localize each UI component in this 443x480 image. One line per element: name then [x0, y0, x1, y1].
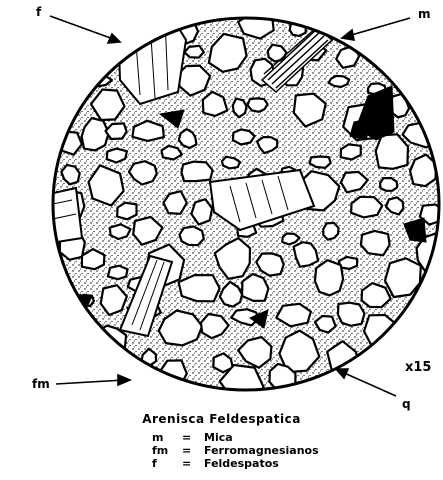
figure-title: Arenisca Feldespatica	[0, 412, 443, 426]
legend: m = Mica fm = Ferromagnesianos f = Felde…	[152, 431, 319, 470]
legend-value: Feldespatos	[204, 457, 279, 470]
quartz-grain	[110, 224, 131, 239]
quartz-grain	[184, 46, 203, 58]
magnification-label: x15	[405, 360, 431, 375]
quartz-grain	[117, 203, 136, 220]
quartz-grain	[310, 157, 331, 168]
legend-row-ferromagnesianos: fm = Ferromagnesianos	[152, 444, 319, 457]
label-fm: fm	[32, 378, 50, 390]
arrow-m-head	[342, 30, 354, 40]
legend-equals: =	[182, 444, 204, 457]
quartz-grain	[182, 162, 213, 182]
legend-key: fm	[152, 444, 182, 457]
arrow-q-head	[336, 369, 348, 378]
quartz-grain	[329, 76, 350, 87]
arrow-f	[50, 16, 116, 40]
quartz-grain	[233, 129, 255, 144]
arrow-m	[348, 18, 410, 36]
quartz-grain	[179, 275, 220, 301]
quartz-grain	[242, 274, 268, 301]
quartz-grain	[107, 149, 127, 163]
quartz-grain	[338, 303, 365, 326]
quartz-grain	[233, 99, 247, 118]
quartz-grain	[238, 12, 274, 38]
feldspar-grain-left	[40, 188, 82, 244]
quartz-grain	[351, 197, 382, 218]
legend-key: m	[152, 431, 182, 444]
feldspar-grain-top	[118, 14, 186, 104]
legend-equals: =	[182, 457, 204, 470]
label-m: m	[418, 8, 431, 20]
quartz-grain	[380, 178, 397, 191]
arrow-f-head	[108, 34, 120, 43]
legend-key: f	[152, 457, 182, 470]
legend-equals: =	[182, 431, 204, 444]
quartz-grain	[315, 260, 343, 295]
quartz-grain	[376, 134, 408, 169]
quartz-grain	[341, 144, 361, 159]
label-f: f	[36, 6, 41, 18]
legend-row-mica: m = Mica	[152, 431, 319, 444]
label-q: q	[402, 398, 411, 410]
arrow-q	[342, 372, 396, 396]
quartz-grain	[180, 227, 204, 246]
legend-value: Mica	[204, 431, 233, 444]
legend-value: Ferromagnesianos	[204, 444, 319, 457]
arrow-fm-head	[118, 375, 130, 385]
arrow-fm	[56, 380, 124, 384]
quartz-grain	[323, 223, 338, 240]
quartz-grain	[248, 98, 268, 111]
quartz-grain	[108, 266, 128, 280]
legend-row-feldespatos: f = Feldespatos	[152, 457, 319, 470]
